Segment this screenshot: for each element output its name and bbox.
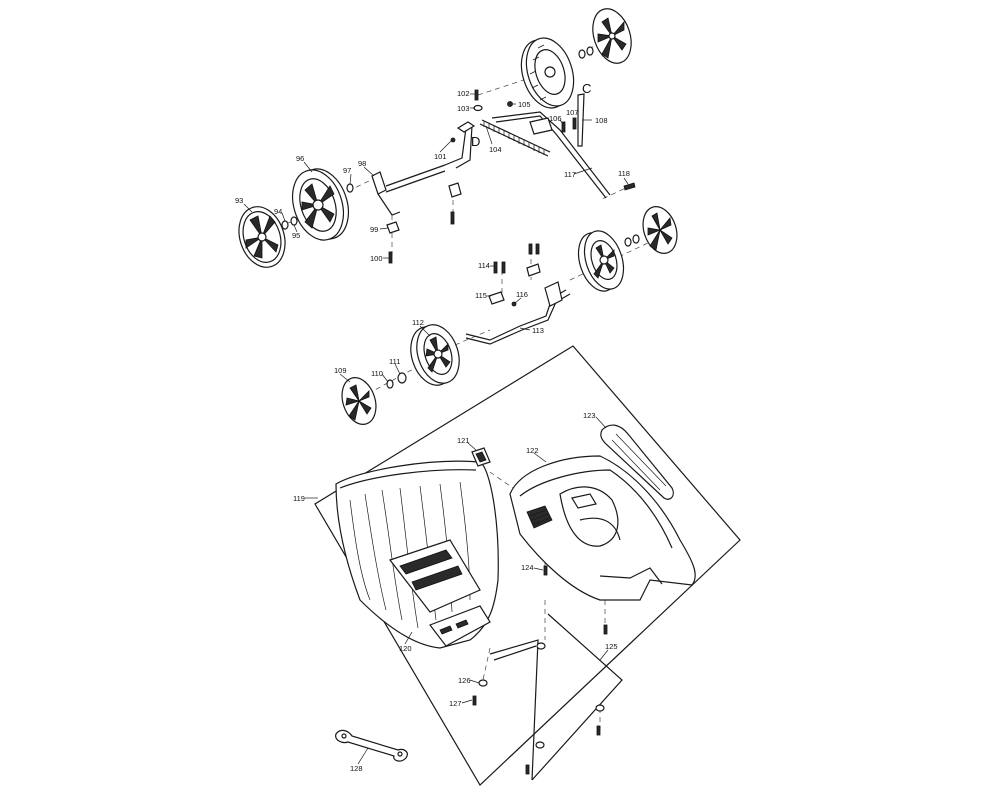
label-117: 117	[564, 170, 576, 179]
label-114: 114	[478, 261, 490, 270]
label-101: 101	[434, 152, 447, 161]
label-103: 103	[457, 104, 470, 113]
label-121: 121	[457, 436, 470, 445]
frame-wire-125	[489, 613, 623, 781]
rod-108	[577, 93, 585, 147]
label-115: 115	[475, 291, 487, 300]
hubcap-front-right	[642, 206, 678, 254]
label-106: 106	[549, 114, 562, 123]
label-109: 109	[334, 366, 347, 375]
wheel-96	[292, 168, 349, 241]
handle-grip-123	[600, 424, 674, 500]
rear-axle-101	[444, 121, 476, 169]
label-126: 126	[458, 676, 471, 685]
nut-105	[507, 101, 513, 107]
screw-106	[561, 121, 566, 133]
bushing-upper-front	[526, 263, 541, 277]
label-127: 127	[449, 699, 462, 708]
label-118: 118	[618, 169, 630, 178]
label-98: 98	[358, 159, 366, 168]
label-93: 93	[235, 196, 243, 205]
front-axle-113	[465, 281, 571, 345]
washer-front-right	[624, 234, 640, 247]
screw-114	[493, 261, 506, 274]
label-102: 102	[457, 89, 470, 98]
hubcap-upper-right	[592, 8, 632, 64]
bag-frame-top-122	[509, 455, 696, 601]
screw-127	[472, 695, 601, 775]
label-D: D	[471, 134, 480, 149]
screw-118	[623, 182, 636, 191]
axle-98	[371, 164, 446, 216]
label-110: 110	[371, 369, 383, 378]
label-123: 123	[583, 411, 596, 420]
screw-100	[388, 251, 393, 264]
label-125: 125	[605, 642, 618, 651]
label-104: 104	[489, 145, 502, 154]
label-124: 124	[521, 563, 534, 572]
screw-124	[543, 565, 608, 635]
washer-103	[473, 104, 483, 112]
hubcap-109	[341, 377, 377, 425]
label-122: 122	[526, 446, 539, 455]
label-111: 111	[389, 357, 400, 366]
part-labels: 93 94 95 96 97 98 99 100 101 102 103 104…	[235, 81, 630, 773]
label-128: 128	[350, 764, 363, 773]
label-96: 96	[296, 154, 304, 163]
screw-107	[572, 117, 577, 130]
strap-128	[335, 729, 408, 762]
screws-front-pair	[528, 243, 540, 255]
washer-110	[386, 379, 394, 389]
washer-97	[346, 183, 354, 193]
washer-upper-right	[578, 46, 594, 59]
label-105: 105	[518, 100, 531, 109]
height-lever-117	[491, 111, 611, 199]
grass-bag-group-outline	[314, 345, 741, 786]
leader-lines	[243, 93, 629, 765]
label-97: 97	[343, 166, 351, 175]
hubcap-93	[238, 206, 286, 268]
bushing-center	[448, 182, 462, 225]
spring-104	[479, 119, 551, 157]
label-94: 94	[274, 207, 282, 216]
label-99: 99	[370, 225, 378, 234]
grass-bag-120	[335, 460, 499, 649]
washer-111	[397, 372, 407, 384]
label-116: 116	[516, 290, 528, 299]
label-119: 119	[293, 494, 305, 503]
wheel-112	[410, 324, 460, 386]
label-95: 95	[292, 231, 300, 240]
bushing-115	[488, 291, 505, 305]
label-107: 107	[566, 108, 579, 117]
wheel-front-right	[577, 230, 625, 292]
assembly-guide-lines	[261, 39, 651, 730]
label-112: 112	[412, 318, 424, 327]
label-113: 113	[532, 326, 544, 335]
label-108: 108	[595, 116, 608, 125]
screw-102	[474, 89, 479, 101]
label-C: C	[582, 81, 591, 96]
washer-94	[281, 220, 289, 230]
wheel-upper-right	[520, 37, 575, 109]
washer-95	[290, 216, 298, 226]
bushing-99	[386, 221, 400, 234]
label-120: 120	[399, 644, 412, 653]
washer-126	[478, 642, 605, 749]
label-100: 100	[370, 254, 383, 263]
label-121	[471, 447, 491, 467]
